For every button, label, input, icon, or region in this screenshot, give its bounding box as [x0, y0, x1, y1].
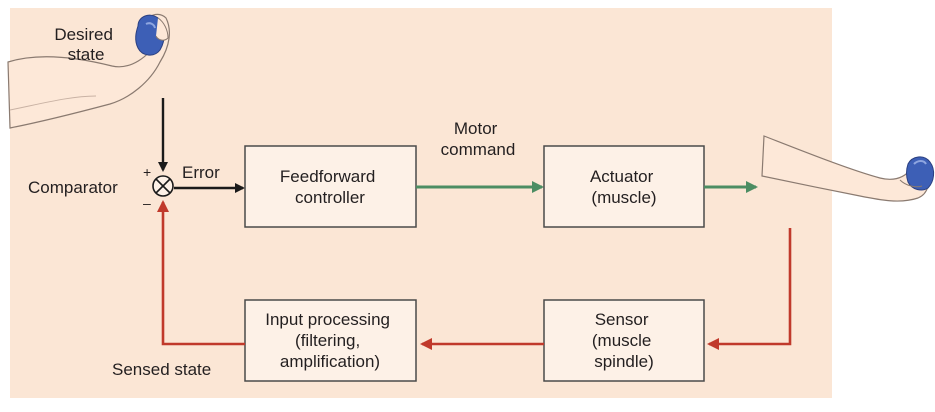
error-label: Error: [182, 163, 220, 182]
actuator-label: Actuator (muscle): [590, 167, 658, 207]
comparator-icon: [152, 175, 174, 197]
feedforward-controller-label: Feedforward controller: [280, 167, 380, 207]
feedback-path-arm-to-sensor: [707, 228, 792, 350]
sensor-label: Sensor (muscle spindle): [592, 310, 656, 371]
input-processing-block: [244, 299, 417, 382]
sensed-state-path: [157, 200, 245, 346]
input-processing-label: Input processing (filtering, amplificati…: [265, 310, 394, 371]
motor-command-label: Motor command: [441, 119, 516, 159]
comparator-label: Comparator: [28, 178, 118, 197]
desired-state-label: Desired state: [54, 25, 117, 64]
plus-sign: +: [143, 164, 151, 180]
minus-sign: –: [143, 195, 151, 211]
sensed-state-label: Sensed state: [112, 360, 211, 379]
arm-holding-ball-icon: [761, 135, 935, 202]
actuator-block: [543, 145, 705, 228]
feedforward-controller-block: [244, 145, 417, 228]
arm-holding-ball-icon: [7, 13, 170, 129]
sensor-block: [543, 299, 705, 382]
